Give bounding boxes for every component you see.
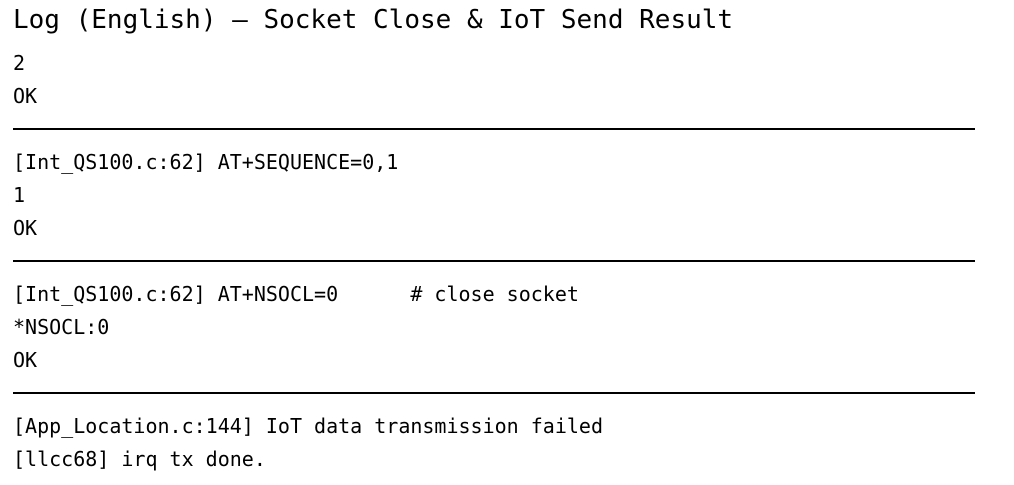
log-line: OK — [13, 216, 38, 240]
log-line: [Int_QS100.c:62] AT+SEQUENCE=0,1 — [13, 150, 399, 174]
divider — [13, 392, 975, 394]
log-block-2: [Int_QS100.c:62] AT+SEQUENCE=0,1 1 OK — [13, 146, 398, 245]
divider — [13, 128, 975, 130]
divider — [13, 260, 975, 262]
log-block-4: [App_Location.c:144] IoT data transmissi… — [13, 410, 603, 476]
log-line: 1 — [13, 183, 26, 207]
log-line: [llcc68] irq tx done. — [13, 447, 266, 471]
log-line: [App_Location.c:144] IoT data transmissi… — [13, 414, 604, 438]
log-line: [Int_QS100.c:62] AT+NSOCL=0 # close sock… — [13, 282, 579, 306]
log-line: OK — [13, 348, 38, 372]
log-line: OK — [13, 84, 38, 108]
log-block-3: [Int_QS100.c:62] AT+NSOCL=0 # close sock… — [13, 278, 579, 377]
log-block-1: 2 OK — [13, 47, 37, 113]
page-title: Log (English) — Socket Close & IoT Send … — [13, 5, 734, 35]
log-page: Log (English) — Socket Close & IoT Send … — [13, 0, 975, 471]
log-line: *NSOCL:0 — [13, 315, 110, 339]
log-line: 2 — [13, 51, 26, 75]
